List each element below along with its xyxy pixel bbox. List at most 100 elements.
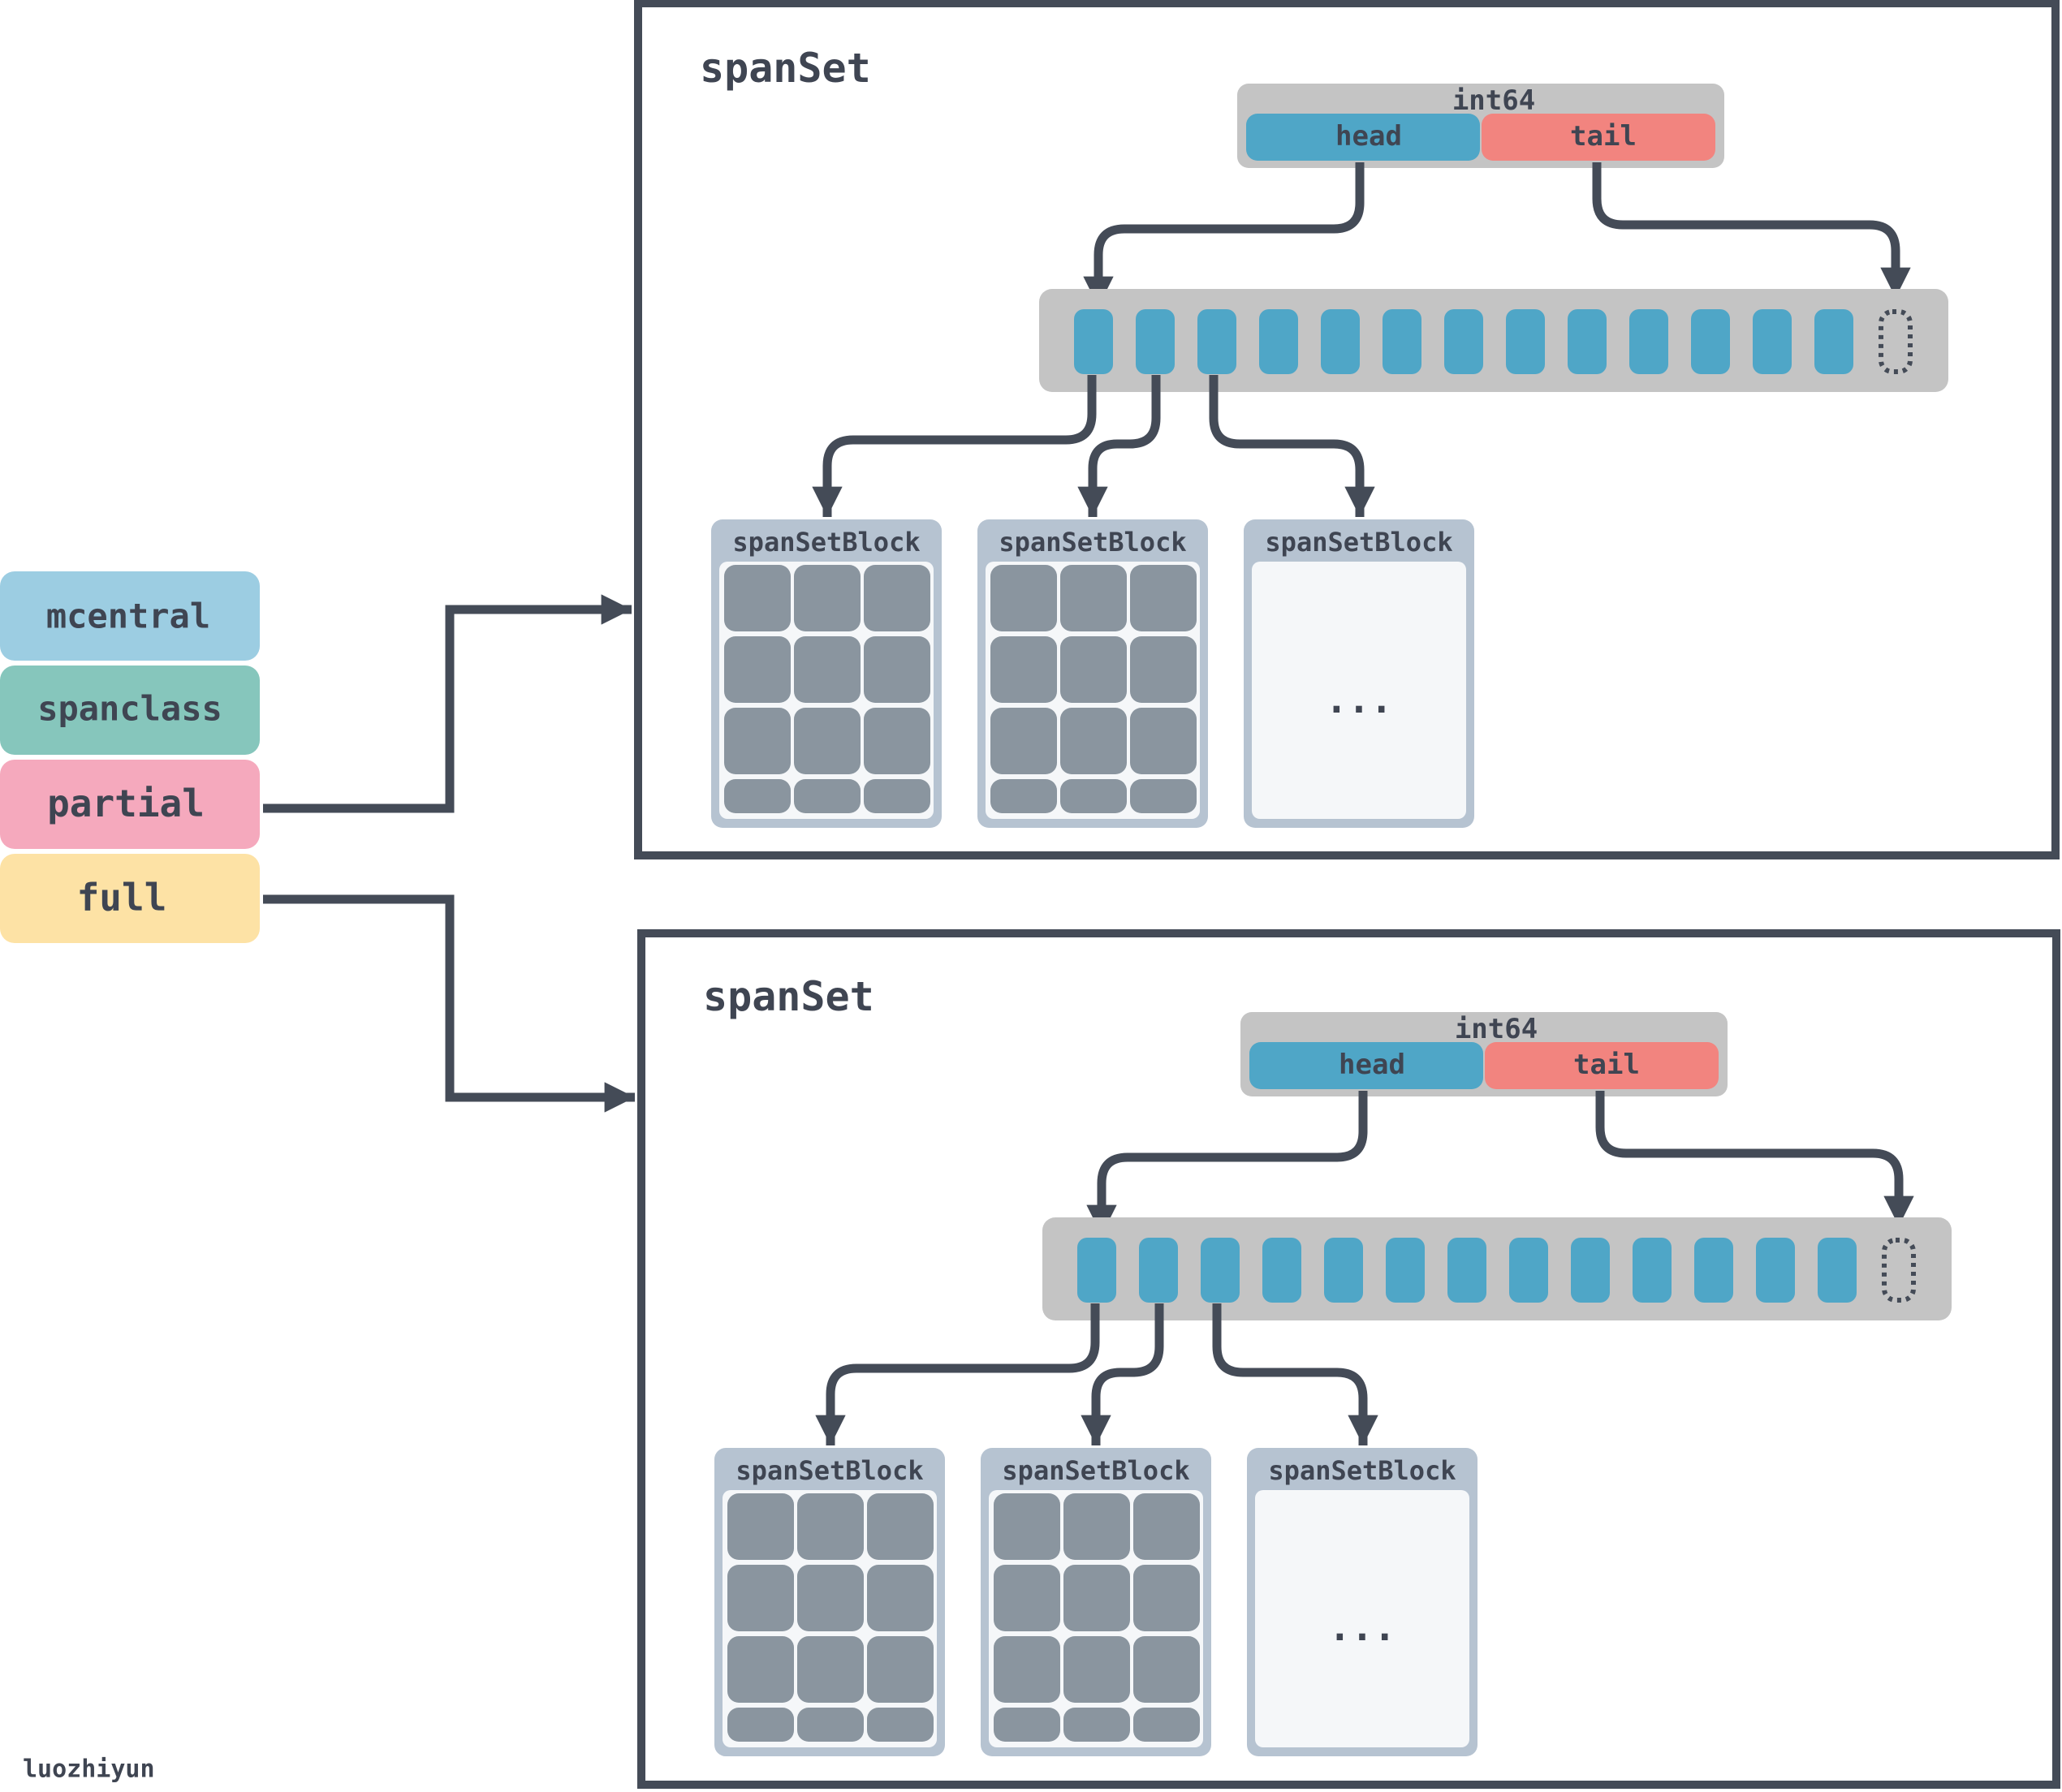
span-cell [994, 1708, 1060, 1742]
block-cells [990, 565, 1197, 813]
span-set-block: spanSetBlock [977, 519, 1208, 828]
span-slot [1694, 1238, 1733, 1303]
head-label: head [1339, 1049, 1405, 1081]
span-cell [724, 779, 791, 813]
span-cell [794, 708, 861, 774]
span-cell [727, 1565, 794, 1631]
block-ellipsis: ... [1325, 678, 1392, 722]
span-cell [1130, 779, 1197, 813]
author-credit: luozhiyun [23, 1755, 155, 1784]
spanset-title: spanSet [700, 45, 871, 92]
spine-tray [1039, 289, 1948, 392]
field-spanclass-label: spanclass [37, 689, 222, 729]
span-cell [994, 1565, 1060, 1631]
field-mcentral-label: mcentral [46, 597, 210, 636]
span-cell [1060, 779, 1127, 813]
head-pointer-arrow [1086, 1091, 1368, 1235]
span-set-block: spanSetBlock [714, 1448, 945, 1756]
span-cell [864, 636, 930, 703]
span-cell [1130, 708, 1197, 774]
span-cell [1133, 1565, 1200, 1631]
span-cell [794, 636, 861, 703]
span-slot [1633, 1238, 1672, 1303]
block-row: spanSetBlock spanSetBlock spanSetBlock .… [714, 1448, 1477, 1756]
spanset-title: spanSet [703, 973, 874, 1020]
span-set-block: spanSetBlock [981, 1448, 1211, 1756]
span-cell [1060, 636, 1127, 703]
partial-to-spanset-arrow [263, 594, 632, 813]
tail-pointer-arrow [1595, 1091, 1914, 1226]
mcentral-struct: mcentral spanclass partial full [0, 571, 260, 943]
span-cell [990, 636, 1057, 703]
empty-span-slot [1879, 309, 1913, 374]
span-slot [1814, 309, 1853, 374]
field-mcentral-box [0, 571, 260, 661]
spanset-panel-full: spanSet int64 head tail spanSetBlock [637, 929, 2060, 1789]
span-cell [794, 565, 861, 631]
span-cell [1063, 1493, 1130, 1560]
span-slot [1136, 309, 1175, 374]
slot-to-block-arrow [1077, 375, 1161, 517]
span-cell [727, 1708, 794, 1742]
spanset-frame [634, 0, 2060, 859]
int64-label: int64 [1452, 84, 1535, 117]
span-slot [1324, 1238, 1363, 1303]
slot-to-block-arrow [1081, 1303, 1164, 1445]
block-ellipsis: ... [1328, 1605, 1396, 1649]
span-cell [794, 779, 861, 813]
span-slot [1259, 309, 1298, 374]
span-cell [864, 708, 930, 774]
span-slot [1139, 1238, 1178, 1303]
span-cell [994, 1636, 1060, 1703]
tail-box [1485, 1042, 1719, 1089]
span-slot [1629, 309, 1668, 374]
field-spanclass: spanclass [0, 666, 260, 755]
block-label: spanSetBlock [999, 527, 1186, 558]
block-inner [1252, 562, 1466, 819]
span-slot [1568, 309, 1607, 374]
span-cell [864, 565, 930, 631]
slot-to-block-arrow [815, 1303, 1100, 1445]
spanset-frame [637, 929, 2060, 1789]
int64-index: int64 head tail [1237, 84, 1724, 168]
block-label: spanSetBlock [732, 527, 920, 558]
block-row: spanSetBlock spanSetBlock spanSetBlock .… [711, 519, 1474, 828]
span-set-block: spanSetBlock [711, 519, 942, 828]
spine-tray [1042, 1217, 1952, 1320]
block-cells [727, 1493, 934, 1742]
span-slot [1201, 1238, 1240, 1303]
head-box [1249, 1042, 1483, 1089]
span-slot [1444, 309, 1483, 374]
tail-label: tail [1573, 1049, 1640, 1081]
span-slot [1756, 1238, 1795, 1303]
span-cell [1130, 565, 1197, 631]
span-cell [990, 565, 1057, 631]
span-cell [1133, 1493, 1200, 1560]
tail-box [1482, 114, 1715, 161]
span-cell [867, 1708, 934, 1742]
span-slot [1506, 309, 1545, 374]
span-cell [1063, 1565, 1130, 1631]
spanset-panel-partial: spanSet int64 head tail spanSetBlock [634, 0, 2060, 859]
field-mcentral: mcentral [0, 571, 260, 661]
span-slot [1077, 1238, 1116, 1303]
block-cells [994, 1493, 1200, 1742]
span-cell [797, 1636, 864, 1703]
span-cell [1060, 565, 1127, 631]
int64-index: int64 head tail [1240, 1012, 1728, 1096]
field-partial: partial [0, 760, 260, 849]
span-cell [867, 1636, 934, 1703]
field-full: full [0, 854, 260, 943]
block-label: spanSetBlock [1265, 527, 1452, 558]
field-full-label: full [77, 876, 167, 920]
span-cell [990, 708, 1057, 774]
span-cell [1133, 1636, 1200, 1703]
span-cell [797, 1708, 864, 1742]
span-cell [1063, 1708, 1130, 1742]
span-cell [724, 565, 791, 631]
span-slot [1691, 309, 1730, 374]
span-slot [1321, 309, 1360, 374]
tail-pointer-arrow [1592, 162, 1911, 298]
span-cell [990, 779, 1057, 813]
block-label: spanSetBlock [1268, 1455, 1456, 1486]
